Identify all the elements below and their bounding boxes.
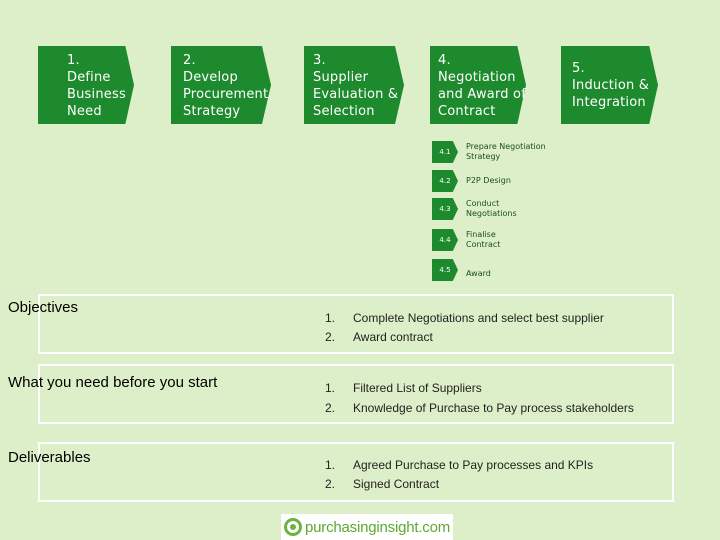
prerequisite-number: 1. bbox=[325, 381, 336, 395]
logo-icon bbox=[284, 518, 302, 536]
process-step-5-label: 5.Induction &Integration bbox=[572, 61, 650, 110]
process-step-3 bbox=[304, 46, 404, 124]
prerequisites-title: What you need before you start bbox=[8, 374, 218, 391]
prerequisite-number: 2. bbox=[325, 401, 336, 415]
deliverable-number: 1. bbox=[325, 458, 336, 472]
objective-number: 2. bbox=[325, 330, 336, 344]
process-step-4 bbox=[430, 46, 526, 124]
logo-text: purchasinginsight.com bbox=[305, 518, 451, 536]
substep-number: 4.4 bbox=[432, 229, 458, 251]
objective-text: Complete Negotiations and select best su… bbox=[353, 311, 604, 325]
substep-number: 4.5 bbox=[432, 259, 458, 281]
process-step-2 bbox=[171, 46, 271, 124]
deliverables-panel bbox=[38, 442, 674, 502]
process-step-1 bbox=[38, 46, 134, 124]
substep-label: P2P Design bbox=[466, 176, 511, 185]
process-step-5 bbox=[561, 46, 658, 124]
objectives-title: Objectives bbox=[8, 299, 79, 316]
substep-4-5: 4.5 Award bbox=[432, 259, 632, 281]
substep-number: 4.3 bbox=[432, 198, 458, 220]
objective-number: 1. bbox=[325, 311, 336, 325]
objective-text: Award contract bbox=[353, 330, 433, 344]
purchasinginsight-logo: purchasinginsight.com bbox=[281, 514, 453, 540]
deliverable-text: Agreed Purchase to Pay processes and KPI… bbox=[353, 458, 594, 472]
prerequisite-text: Filtered List of Suppliers bbox=[353, 381, 482, 395]
deliverable-text: Signed Contract bbox=[353, 477, 440, 491]
prerequisite-text: Knowledge of Purchase to Pay process sta… bbox=[353, 401, 634, 415]
substep-number: 4.1 bbox=[432, 141, 458, 163]
substep-4-2: 4.2 P2P Design bbox=[432, 170, 632, 192]
prerequisites-panel bbox=[38, 364, 674, 424]
substep-number: 4.2 bbox=[432, 170, 458, 192]
substep-label: Award bbox=[466, 269, 491, 278]
deliverables-title: Deliverables bbox=[8, 449, 91, 466]
deliverable-number: 2. bbox=[325, 477, 336, 491]
objectives-panel bbox=[38, 294, 674, 354]
